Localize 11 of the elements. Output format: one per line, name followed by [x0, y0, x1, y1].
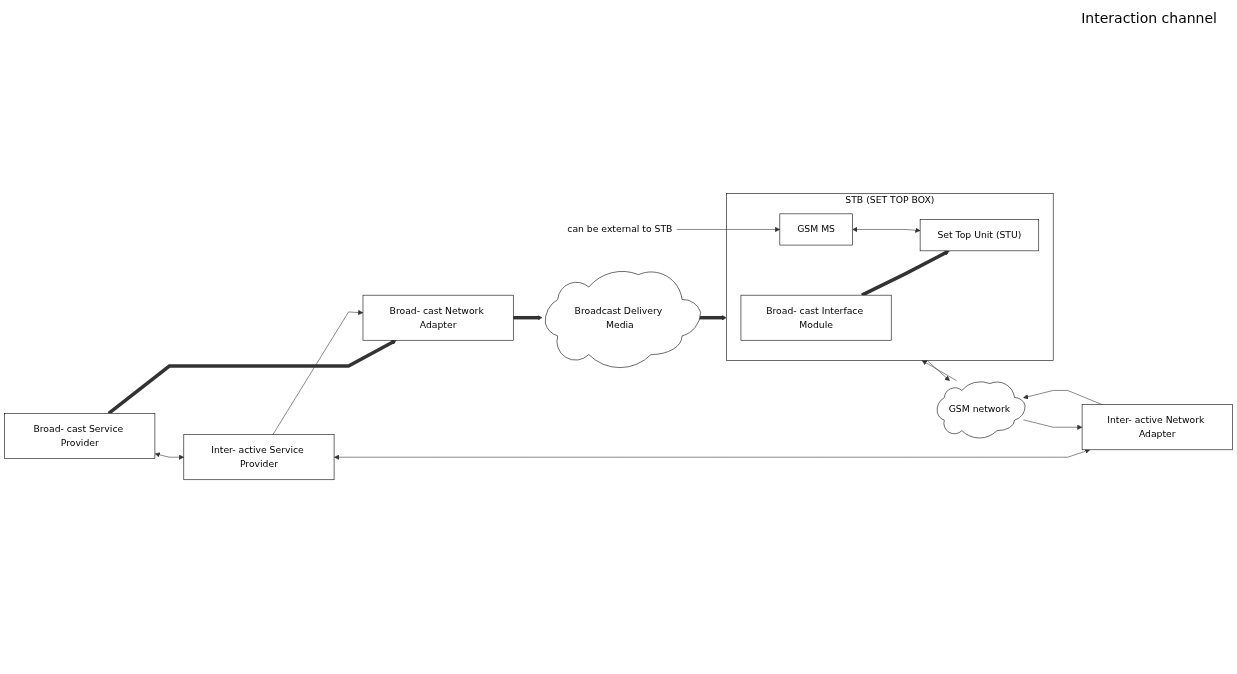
arrow — [513, 315, 543, 321]
node-box: Set Top Unit (STU) — [919, 219, 1040, 252]
node-box: Broad- cast Service Provider — [4, 413, 156, 459]
node-box: GSM MS — [779, 213, 853, 246]
node-text: can be external to STB — [567, 223, 673, 235]
node-box: Inter- active Service Provider — [183, 434, 335, 481]
node-box: Broad- cast Interface Module — [740, 295, 892, 341]
node-box: Inter- active Network Adapter — [1081, 404, 1233, 451]
node-box: Broad- cast Network Adapter — [362, 295, 514, 341]
arrow — [107, 340, 397, 415]
channel-note: Interaction channel — [1081, 10, 1217, 26]
